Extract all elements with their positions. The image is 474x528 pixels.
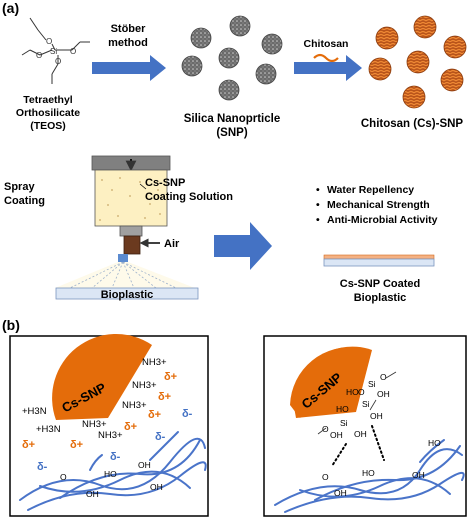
solution-label-line2: Coating Solution	[145, 191, 233, 203]
solution-pointer	[139, 183, 147, 190]
amine-label: NH3+	[142, 357, 167, 368]
delta-minus-charges: δ- δ- δ- δ-	[37, 408, 193, 473]
benefit-bullet: •	[316, 214, 320, 226]
teos-label-line2: Orthosilicate	[16, 107, 80, 119]
teos-o-atom: O	[36, 51, 42, 60]
amine-label: NH3+	[98, 430, 123, 441]
hydroxyl-label: HO	[362, 468, 375, 478]
silanol-label: HO	[346, 387, 359, 397]
hydrogen-bonds	[331, 425, 385, 467]
hydroxyl-label: OH	[138, 460, 151, 470]
teos-si-atom: Si	[50, 47, 57, 56]
bioplastic-substrate	[55, 287, 199, 300]
silicon-atom: Si	[368, 379, 376, 389]
air-label: Air	[164, 238, 180, 250]
delta-minus: δ-	[155, 431, 166, 443]
snp-label: Silica Nanoprticle	[184, 113, 281, 125]
spray-gun	[91, 155, 171, 262]
silica-nanoparticles	[181, 15, 283, 101]
chitosan-label: Chitosan	[304, 38, 349, 50]
silanol-label: HO	[336, 404, 349, 414]
benefit-bullet: •	[316, 199, 320, 211]
benefit-item: Mechanical Strength	[327, 199, 430, 211]
benefit-bullet: •	[316, 184, 320, 196]
teos-label-line1: Tetraethyl	[23, 94, 72, 106]
stober-label-line2: method	[108, 37, 148, 49]
spray-label-line2: Coating	[4, 195, 45, 207]
hydroxyl-label: OH	[334, 488, 347, 498]
delta-minus: δ-	[182, 408, 193, 420]
amine-label: NH3+	[82, 419, 107, 430]
hydroxyl-label: OH	[86, 489, 99, 499]
solution-label-line1: Cs-SNP	[145, 177, 185, 189]
benefit-item: Water Repellency	[327, 184, 414, 196]
delta-plus: δ+	[164, 371, 177, 383]
silanol-groups: HO HO Si OH Si OH Si OH O O O OH	[322, 372, 390, 440]
bioplastic-fibers-left	[19, 431, 207, 511]
teos-o-atom: O	[70, 47, 76, 56]
delta-plus: δ+	[158, 391, 171, 403]
stober-arrow	[92, 55, 166, 81]
panel-a-label: (a)	[2, 0, 19, 16]
chitosan-strand-icon	[313, 53, 339, 63]
delta-plus: δ+	[124, 421, 137, 433]
oxygen-label: O	[358, 387, 365, 397]
silicon-atom: Si	[362, 399, 370, 409]
teos-label-line3: (TEOS)	[30, 120, 66, 132]
amine-groups: NH3+ NH3+ NH3+ NH3+ +H3N +H3N NH3+	[22, 357, 167, 441]
amine-label: +H3N	[22, 406, 47, 417]
amine-label: NH3+	[122, 400, 147, 411]
delta-plus-charges: δ+ δ+ δ+ δ+ δ+ δ+	[22, 371, 177, 451]
oxygen-label: O	[60, 472, 67, 482]
cs-snp-label: Chitosan (Cs)-SNP	[361, 118, 464, 130]
amine-label: +H3N	[36, 424, 61, 435]
coated-bioplastic-substrate	[323, 258, 435, 267]
panel-b-label: (b)	[2, 317, 20, 333]
spray-label-line1: Spray	[4, 181, 35, 193]
amine-label: NH3+	[132, 380, 157, 391]
delta-minus: δ-	[110, 451, 121, 463]
silicon-atom: Si	[340, 418, 348, 428]
hydroxyl-groups-left: O OH HO OH OH	[60, 460, 163, 499]
hydroxyl-groups-right: O OH HO HO OH	[322, 438, 441, 498]
silanol-label: OH	[377, 389, 390, 399]
snp-abbr: (SNP)	[216, 127, 247, 139]
oxygen-label: O	[380, 372, 387, 382]
teos-o-atom: O	[46, 37, 52, 46]
delta-minus: δ-	[37, 461, 48, 473]
benefit-list: • Water Repellency • Mechanical Strength…	[316, 184, 438, 226]
spray-mist	[69, 261, 177, 289]
hydroxyl-label: HO	[428, 438, 441, 448]
bioplastic-fibers-right	[274, 439, 465, 513]
coating-result-arrow	[214, 222, 272, 270]
coated-label-line2: Bioplastic	[354, 292, 407, 304]
oxygen-label: O	[322, 472, 329, 482]
stober-label-line1: Stöber	[111, 23, 147, 35]
delta-plus: δ+	[22, 439, 35, 451]
cs-snp-coating-layer	[323, 254, 435, 260]
teos-structure	[21, 17, 90, 84]
siloxane-bonds	[317, 371, 397, 435]
hydroxyl-label: OH	[412, 470, 425, 480]
silanol-label: OH	[354, 429, 367, 439]
silanol-label: OH	[330, 430, 343, 440]
oxygen-label: O	[322, 424, 329, 434]
teos-o-atom: O	[55, 57, 61, 66]
benefit-item: Anti-Microbial Activity	[327, 214, 438, 226]
coated-label-line1: Cs-SNP Coated	[340, 278, 420, 290]
coating-solution-reservoir	[94, 169, 168, 227]
cs-snp-particles	[368, 15, 467, 109]
bioplastic-label: Bioplastic	[101, 289, 154, 301]
chitosan-arrow	[294, 55, 362, 81]
hydroxyl-label: OH	[150, 482, 163, 492]
spray-cone	[55, 262, 195, 288]
hydroxyl-label: HO	[104, 469, 117, 479]
delta-plus: δ+	[70, 439, 83, 451]
silanol-label: OH	[370, 411, 383, 421]
delta-plus: δ+	[148, 409, 161, 421]
